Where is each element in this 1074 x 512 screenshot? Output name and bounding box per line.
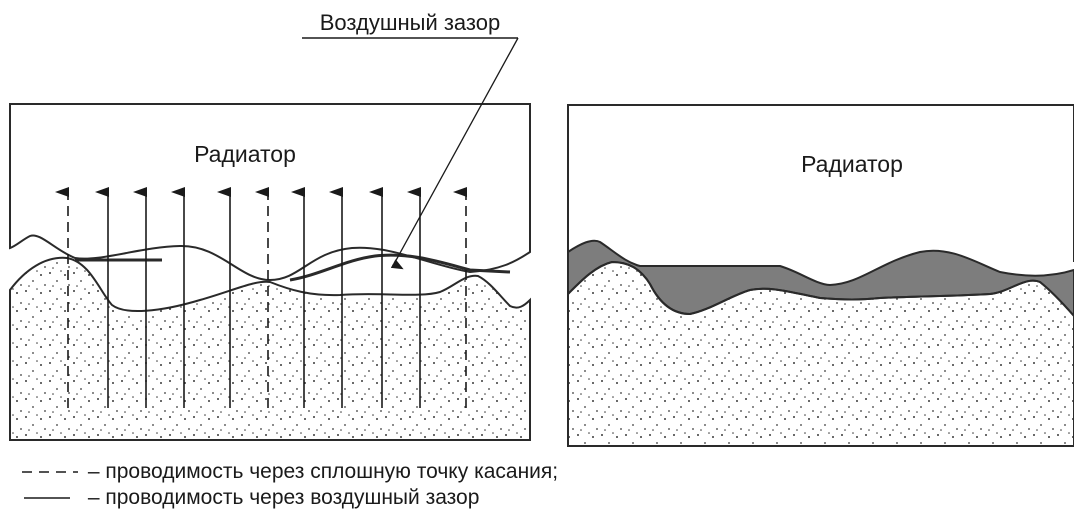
solid-line-icon	[24, 497, 70, 500]
callout-pointer-arrow	[390, 37, 519, 270]
left-radiator-label: Радиатор	[194, 141, 296, 167]
air-gap-callout: Воздушный зазор	[302, 10, 519, 270]
left-contact-segment-2	[289, 253, 511, 282]
right-radiator-body	[567, 104, 1074, 262]
air-gap-label: Воздушный зазор	[320, 10, 501, 35]
legend-item-contact: – проводимость через сплошную точку каса…	[20, 460, 558, 484]
legend-air-gap-text: – проводимость через воздушный зазор	[87, 486, 480, 509]
left-radiator-body	[9, 103, 531, 282]
dashed-line-icon	[22, 471, 78, 474]
right-radiator-label: Радиатор	[801, 151, 903, 177]
legend-item-air-gap: – проводимость через воздушный зазор	[20, 486, 479, 510]
right-panel: Радиатор	[567, 104, 1074, 447]
right-substrate	[567, 260, 1074, 447]
left-substrate	[9, 256, 531, 441]
left-panel: Радиатор	[9, 103, 531, 441]
legend-contact-text: – проводимость через сплошную точку каса…	[87, 460, 559, 483]
